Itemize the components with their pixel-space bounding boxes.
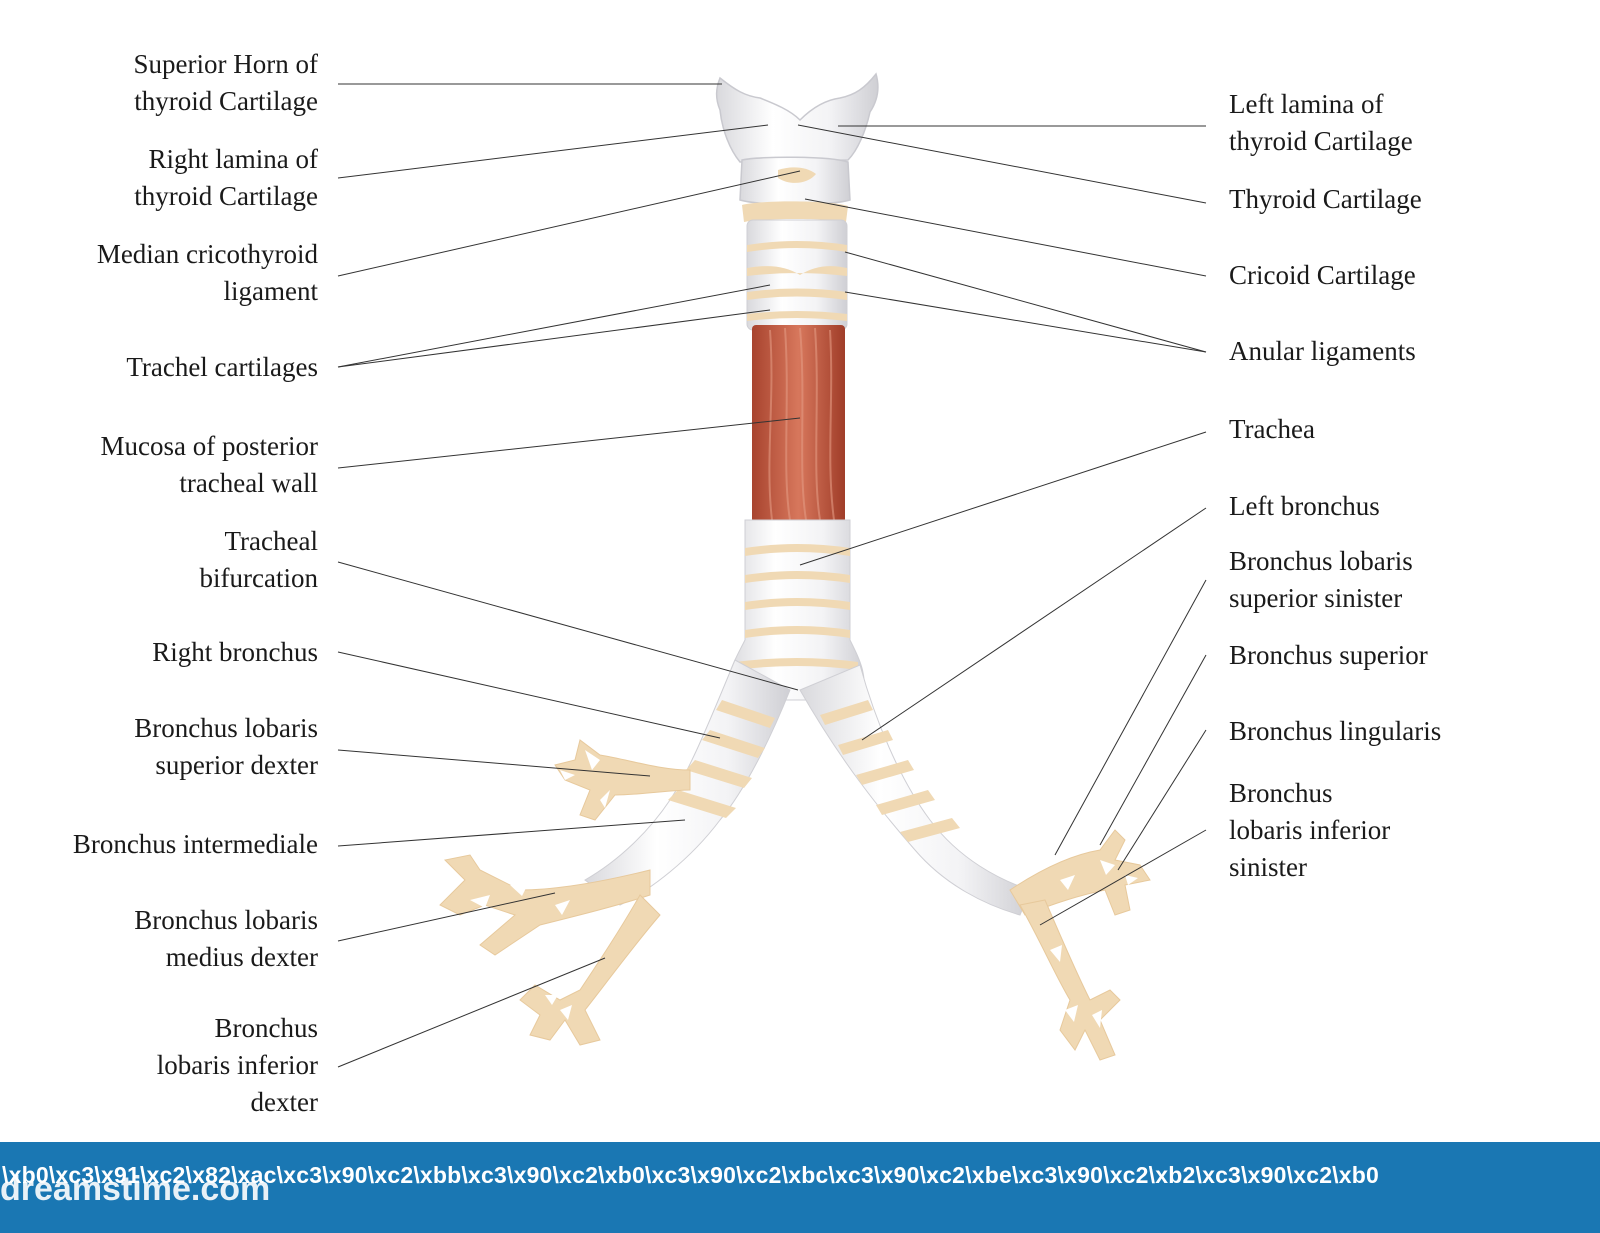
label-right-lamina: Right lamina of thyroid Cartilage [134,144,318,211]
left-bronchial-tree [799,664,1151,1061]
leader-bronchus-lobaris-inferior-dexter [337,957,606,1068]
leader-bronchus-lobaris-medius-dexter [337,892,556,942]
label-bronchus-lobaris-medius-dexter: Bronchus lobaris medius dexter [134,905,318,972]
cricothyroid-ligament [778,167,816,183]
leader-trachea [799,431,1207,566]
leader-bronchus-lobaris-superior-dexter [337,749,651,777]
label-right-bronchus: Right bronchus [152,637,318,667]
footer-bar: dreamstime.com \xb0\xc3\x91\xc2\x82\xac\… [0,1142,1600,1233]
leader-tracheal-bifurcation [337,561,799,691]
leader-anular-ligaments-2 [844,291,1207,353]
leader-mucosa [337,417,801,469]
leader-bronchus-intermediale [337,819,686,847]
posterior-tracheal-wall [752,325,845,523]
label-anular-ligaments: Anular ligaments [1229,336,1416,366]
right-bronchial-tree [439,659,791,1046]
label-left-bronchus: Left bronchus [1229,491,1380,521]
label-tracheal-bifurcation: Tracheal bifurcation [199,526,318,593]
label-superior-horn: Superior Horn of thyroid Cartilage [133,49,318,116]
footer-code-text: \xb0\xc3\x91\xc2\x82\xac\xc3\x90\xc2\xbb… [2,1162,1380,1188]
leader-trachel-cartilages-1 [337,284,771,368]
leader-bronchus-lobaris-inferior-sinister [1039,829,1207,926]
leader-cricoid-cartilage [804,198,1207,277]
leader-bronchus-superior [1099,654,1207,846]
leader-right-bronchus [337,651,721,739]
leader-left-bronchus [861,507,1207,741]
label-trachel-cartilages: Trachel cartilages [126,352,318,382]
label-bronchus-superior: Bronchus superior [1229,640,1428,670]
thyroid-cartilage-shape [715,72,879,222]
leader-median-cricothyroid [337,170,801,277]
label-median-cricothyroid: Median cricothyroid ligament [96,239,318,306]
label-cricoid-cartilage: Cricoid Cartilage [1229,260,1416,290]
leader-anular-ligaments-1 [844,251,1207,353]
leader-lines [337,83,1207,1068]
leader-right-lamina [337,124,769,179]
label-bronchus-lobaris-superior-sinister: Bronchus lobaris superior sinister [1229,546,1413,613]
cricoid-ligament-band [742,201,848,222]
label-bronchus-lobaris-inferior-sinister: Bronchus lobaris inferior sinister [1229,778,1391,882]
leader-bronchus-lingularis [1117,729,1207,871]
leader-trachel-cartilages-2 [337,309,771,368]
thyroid-laminae [715,72,879,163]
label-left-lamina: Left lamina of thyroid Cartilage [1229,89,1413,156]
label-thyroid-cartilage: Thyroid Cartilage [1229,184,1422,214]
footer-brand[interactable]: dreamstime.com [0,1170,271,1208]
lower-trachea-rings [727,519,865,701]
label-bronchus-intermediale: Bronchus intermediale [72,829,318,859]
leader-thyroid-cartilage [797,124,1207,204]
label-mucosa: Mucosa of posterior tracheal wall [100,431,318,498]
label-trachea: Trachea [1229,414,1315,444]
label-bronchus-lingularis: Bronchus lingularis [1229,716,1442,746]
label-bronchus-lobaris-inferior-dexter: Bronchus lobaris inferior dexter [156,1013,318,1117]
label-bronchus-lobaris-superior-dexter: Bronchus lobaris superior dexter [134,713,318,780]
leader-bronchus-lobaris-superior-sinister [1054,579,1207,856]
upper-trachea-rings [746,219,848,331]
